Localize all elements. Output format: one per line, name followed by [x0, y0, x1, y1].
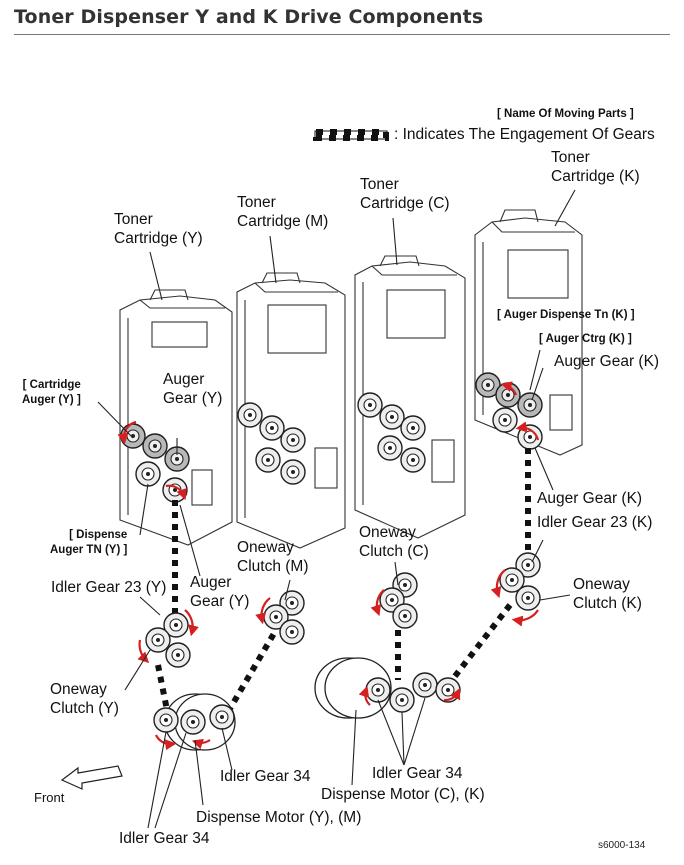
- toner-cartridge-c: [354, 255, 466, 539]
- label-oneway-clutch-m-line2: Clutch (M): [237, 558, 309, 575]
- label-toner-c: Toner Cartridge (C): [360, 175, 450, 213]
- page-title: Toner Dispenser Y and K Drive Components: [14, 6, 484, 28]
- label-toner-m-line2: Cartridge (M): [237, 213, 329, 230]
- label-dispense-auger-tn-y: [ Dispense Auger TN (Y) ]: [50, 528, 127, 558]
- dispense-motor-ck: [314, 657, 461, 719]
- chain-m: [225, 628, 279, 714]
- legend-engagement-text: : Indicates The Engagement Of Gears: [394, 126, 655, 143]
- label-oneway-clutch-k-line2: Clutch (K): [573, 595, 642, 612]
- label-auger-gear-k-bottom: Auger Gear (K): [537, 490, 643, 507]
- toner-cartridge-m: [236, 272, 346, 549]
- label-idler-gear-34-right: Idler Gear 34: [220, 768, 311, 785]
- label-toner-c-line1: Toner: [360, 176, 399, 193]
- label-oneway-clutch-c-line2: Clutch (C): [359, 543, 429, 560]
- figure-id: s6000-134: [598, 840, 646, 851]
- label-oneway-clutch-y: Oneway Clutch (Y): [50, 680, 119, 718]
- label-cartridge-auger-y-line1: [ Cartridge: [22, 379, 81, 391]
- label-oneway-clutch-m: Oneway Clutch (M): [237, 538, 308, 576]
- label-oneway-clutch-c: Oneway Clutch (C): [359, 523, 429, 561]
- label-toner-y-line2: Cartridge (Y): [114, 230, 203, 247]
- label-auger-dispense-tn-k: [ Auger Dispense Tn (K) ]: [497, 309, 635, 321]
- idler-gear-23-k: [499, 552, 541, 611]
- front-arrow-icon: [60, 765, 123, 790]
- label-idler-gear-23-y: Idler Gear 23 (Y): [51, 579, 167, 596]
- label-oneway-clutch-c-line1: Oneway: [359, 524, 416, 541]
- label-cartridge-auger-y: [ Cartridge Auger (Y) ]: [22, 378, 81, 408]
- label-auger-gear-y-bottom: Auger Gear (Y): [190, 573, 249, 611]
- label-toner-m-line1: Toner: [237, 194, 276, 211]
- label-cartridge-auger-y-line2: Auger (Y) ]: [22, 394, 81, 406]
- engagement-legend-symbol: [313, 129, 389, 141]
- label-toner-y: Toner Cartridge (Y): [114, 210, 203, 248]
- label-dispense-auger-tn-y-line2: Auger TN (Y) ]: [50, 544, 128, 556]
- label-auger-gear-y-top: Auger Gear (Y): [163, 370, 222, 408]
- chain-y-lower: [155, 664, 171, 716]
- label-dispense-motor-ck: Dispense Motor (C), (K): [321, 786, 485, 803]
- legend-heading: [ Name Of Moving Parts ]: [497, 108, 634, 120]
- idler-gear-23-y: [145, 612, 191, 668]
- title-divider: [14, 34, 670, 35]
- label-auger-gear-k-top: Auger Gear (K): [554, 353, 660, 370]
- label-idler-gear-23-k: Idler Gear 23 (K): [537, 514, 653, 531]
- label-toner-k: Toner Cartridge (K): [551, 148, 640, 186]
- label-idler-gear-34-ck: Idler Gear 34: [372, 765, 463, 782]
- label-toner-m: Toner Cartridge (M): [237, 193, 328, 231]
- label-auger-ctrg-k: [ Auger Ctrg (K) ]: [539, 333, 632, 345]
- label-auger-gear-y-bottom-line2: Gear (Y): [190, 593, 250, 610]
- toner-cartridges: [119, 209, 583, 549]
- label-oneway-clutch-y-line2: Clutch (Y): [50, 700, 119, 717]
- rotation-arrows: [117, 381, 540, 751]
- label-auger-gear-y-top-line1: Auger: [163, 371, 205, 388]
- label-dispense-auger-tn-y-line1: [ Dispense: [69, 529, 128, 541]
- label-auger-gear-y-bottom-line1: Auger: [190, 574, 232, 591]
- label-auger-gear-y-top-line2: Gear (Y): [163, 390, 223, 407]
- engagement-chains: [155, 448, 531, 716]
- label-oneway-clutch-y-line1: Oneway: [50, 681, 107, 698]
- oneway-clutch-c: [379, 572, 418, 629]
- label-toner-c-line2: Cartridge (C): [360, 195, 450, 212]
- label-toner-k-line1: Toner: [551, 149, 590, 166]
- label-dispense-motor-ym: Dispense Motor (Y), (M): [196, 809, 362, 826]
- label-front: Front: [34, 790, 65, 805]
- label-toner-y-line1: Toner: [114, 211, 153, 228]
- label-oneway-clutch-m-line1: Oneway: [237, 539, 294, 556]
- chain-k-lower: [449, 603, 513, 682]
- dispense-motor-ym: [153, 693, 236, 751]
- label-oneway-clutch-k: Oneway Clutch (K): [573, 575, 642, 613]
- leader-lines: [97, 189, 576, 829]
- label-toner-k-line2: Cartridge (K): [551, 168, 640, 185]
- label-oneway-clutch-k-line1: Oneway: [573, 576, 630, 593]
- label-idler-gear-34-bottom: Idler Gear 34: [119, 830, 210, 847]
- toner-cartridge-y: [119, 289, 233, 546]
